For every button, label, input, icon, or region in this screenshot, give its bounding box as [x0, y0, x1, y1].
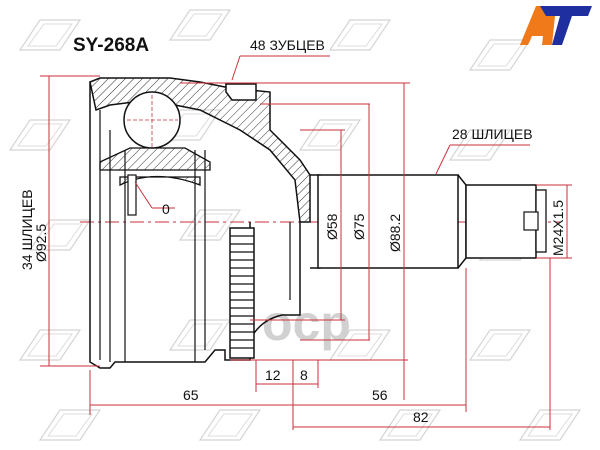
watermark-text: ocp: [262, 295, 351, 351]
inner-race: [99, 147, 211, 216]
len-12-label: 12: [265, 367, 281, 383]
len-8-label: 8: [300, 367, 308, 383]
part-number: SY-268A: [73, 35, 149, 56]
shaft: [310, 174, 547, 269]
outer-housing: [89, 77, 311, 369]
teeth-callout: 48 ЗУБЦЕВ: [250, 37, 325, 53]
shaft-splines-callout: 28 ШЛИЦЕВ: [452, 126, 533, 142]
abs-ring: [229, 227, 255, 359]
d58-label: Ø58: [324, 213, 340, 240]
len-56-label: 56: [372, 387, 388, 403]
thread-label: M24X1.5: [550, 200, 566, 256]
left-splines-label: 34 ШЛИЦЕВ: [19, 189, 35, 270]
ball: [123, 91, 181, 149]
len-65-label: 65: [183, 387, 199, 403]
dimension-lines: [40, 55, 572, 430]
zero-label: 0: [162, 201, 170, 217]
d75-label: Ø75: [351, 213, 367, 240]
at-logo: [520, 6, 592, 45]
d88-label: Ø88.2: [387, 214, 403, 252]
len-82-label: 82: [413, 409, 429, 425]
left-diameter-label: Ø92.5: [33, 224, 49, 262]
